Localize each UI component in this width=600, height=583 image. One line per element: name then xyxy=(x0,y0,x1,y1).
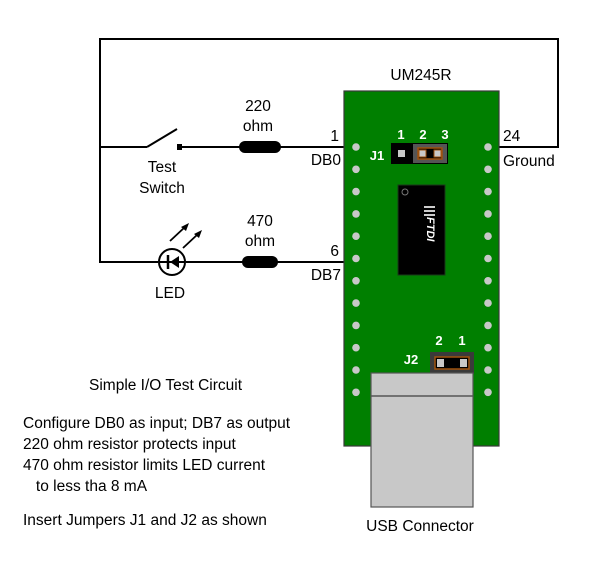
header-pin-left-2 xyxy=(352,165,360,174)
j1-pin2 xyxy=(418,149,427,158)
j2-pin2-label: 2 xyxy=(435,333,442,348)
resistor-220-unit: ohm xyxy=(243,118,273,135)
test-switch xyxy=(146,128,182,150)
resistor-220-value: 220 xyxy=(245,98,271,115)
pin1-name: DB0 xyxy=(311,152,342,169)
wires xyxy=(99,38,559,263)
header-pin-left-5 xyxy=(352,232,360,240)
header-pin-left-6 xyxy=(352,254,360,263)
header-pin-right-2 xyxy=(484,165,492,174)
header-pin-right-5 xyxy=(484,232,492,240)
usb-connector xyxy=(370,372,474,508)
header-pin-right-3 xyxy=(484,187,492,196)
j1-pin1 xyxy=(398,150,405,157)
ftdi-chip xyxy=(397,184,446,276)
j2-pin1-label: 1 xyxy=(458,333,465,348)
notes-line-5: Insert Jumpers J1 and J2 as shown xyxy=(23,512,267,529)
header-pins xyxy=(352,143,492,397)
switch-contact xyxy=(177,144,182,150)
header-pin-right-1 xyxy=(484,143,492,151)
header-pin-left-11 xyxy=(352,366,360,374)
header-pin-right-6 xyxy=(484,254,492,263)
pin6-number: 6 xyxy=(330,243,339,260)
header-pin-right-8 xyxy=(484,299,492,307)
usb-body xyxy=(370,372,474,508)
ftdi-logo-text: FTDI xyxy=(424,217,436,242)
pin1-number: 1 xyxy=(330,128,339,145)
module-title: UM245R xyxy=(390,67,451,84)
resistor-470 xyxy=(242,256,278,268)
notes-title: Simple I/O Test Circuit xyxy=(89,377,243,394)
j1-pin3 xyxy=(433,149,442,158)
switch-lever xyxy=(146,128,178,148)
led-light-arrows xyxy=(169,223,202,249)
notes-line-2: 220 ohm resistor protects input xyxy=(23,436,236,453)
j2-pin2 xyxy=(437,359,444,367)
j2-pin1 xyxy=(460,359,467,367)
header-pin-left-9 xyxy=(352,321,360,330)
j1-pin1-label: 1 xyxy=(397,127,404,142)
chip-pin1-marker xyxy=(401,188,409,196)
led-symbol xyxy=(158,223,202,276)
header-pin-left-4 xyxy=(352,210,360,218)
j1-pin2-label: 2 xyxy=(419,127,426,142)
pin6-name: DB7 xyxy=(311,267,341,284)
pin24-name: Ground xyxy=(503,153,555,170)
header-pin-right-4 xyxy=(484,210,492,218)
jumper-j2 xyxy=(430,352,474,374)
resistor-470-unit: ohm xyxy=(245,233,275,250)
jumper-j1 xyxy=(391,143,448,164)
resistor-470-value: 470 xyxy=(247,213,273,230)
switch-label-line2: Switch xyxy=(139,180,185,197)
pin24-number: 24 xyxy=(503,128,521,145)
header-pin-left-12 xyxy=(352,388,360,397)
header-pin-left-3 xyxy=(352,187,360,196)
notes-line-1: Configure DB0 as input; DB7 as output xyxy=(23,415,291,432)
header-pin-left-8 xyxy=(352,299,360,307)
header-pin-left-7 xyxy=(352,277,360,285)
header-pin-right-7 xyxy=(484,277,492,285)
ground-return-wire xyxy=(99,38,559,263)
header-pin-left-10 xyxy=(352,343,360,352)
header-pin-right-12 xyxy=(484,388,492,397)
resistor-220 xyxy=(239,141,281,153)
notes-line-3: 470 ohm resistor limits LED current xyxy=(23,457,266,474)
header-pin-left-1 xyxy=(352,143,360,151)
header-pin-right-9 xyxy=(484,321,492,330)
header-pin-right-10 xyxy=(484,343,492,352)
led-label: LED xyxy=(155,285,185,302)
j1-pin3-label: 3 xyxy=(441,127,448,142)
switch-label-line1: Test xyxy=(148,159,177,176)
header-pin-right-11 xyxy=(484,366,492,374)
j1-label: J1 xyxy=(370,148,384,163)
ftdi-logo: FTDI xyxy=(424,206,436,242)
usb-connector-label: USB Connector xyxy=(366,518,474,535)
j2-label: J2 xyxy=(404,352,418,367)
led-triangle xyxy=(170,256,179,268)
notes-line-4: to less tha 8 mA xyxy=(23,478,148,495)
